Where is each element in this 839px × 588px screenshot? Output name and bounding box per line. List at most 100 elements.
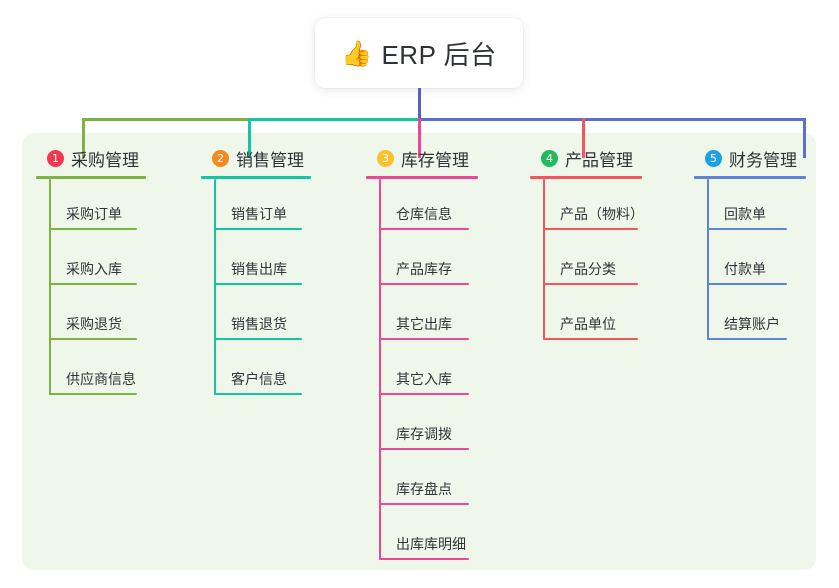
- branch-item-label: 结算账户: [724, 316, 780, 332]
- branch-item-rule: [543, 228, 638, 230]
- connector-bus-segment-teal: [248, 118, 420, 121]
- branch-badge-icon-4: 4: [541, 149, 558, 167]
- branch-item-label: 销售订单: [231, 206, 287, 222]
- branch-item-rule: [379, 503, 469, 505]
- branch-item-rule: [707, 228, 787, 230]
- branch-item-label: 付款单: [724, 261, 766, 277]
- branch-item[interactable]: 客户信息: [201, 344, 311, 399]
- branch-item[interactable]: 其它出库: [366, 289, 478, 344]
- branch-item-rule: [214, 338, 302, 340]
- branch-item-label: 采购入库: [66, 261, 122, 277]
- branch-spine-1: [49, 179, 51, 395]
- branch-item-rule: [543, 338, 638, 340]
- branch-item-label: 回款单: [724, 206, 766, 222]
- branch-spine-5: [707, 179, 709, 340]
- branch-item[interactable]: 采购订单: [36, 179, 146, 234]
- branch-item-rule: [543, 283, 638, 285]
- branch-item-label: 采购退货: [66, 316, 122, 332]
- branch-items-4: 产品（物料） 产品分类产品单位: [530, 179, 644, 344]
- branch-item-label: 出库库明细: [396, 536, 466, 552]
- branch-item[interactable]: 库存盘点: [366, 454, 478, 509]
- connector-trunk-vertical: [418, 88, 421, 120]
- branch-item[interactable]: 销售出库: [201, 234, 311, 289]
- branch-items-2: 销售订单销售出库销售退货客户信息: [201, 179, 311, 399]
- branch-badge-icon-5: 5: [705, 149, 722, 167]
- connector-drop-1: [82, 118, 85, 158]
- branch-item-rule: [379, 283, 469, 285]
- branch-title-5: 财务管理: [729, 150, 797, 170]
- branch-column-5: 5 财务管理回款单付款单结算账户: [694, 146, 806, 344]
- branch-header-5[interactable]: 5 财务管理: [694, 146, 806, 170]
- branch-item-rule: [707, 283, 787, 285]
- branch-item[interactable]: 销售订单: [201, 179, 311, 234]
- branch-title-1: 采购管理: [71, 150, 139, 170]
- branch-item-rule: [214, 283, 302, 285]
- branch-item-label: 产品分类: [560, 261, 616, 277]
- branch-item[interactable]: 结算账户: [694, 289, 806, 344]
- branch-item-label: 仓库信息: [396, 206, 452, 222]
- branch-item-rule: [379, 558, 469, 560]
- branch-header-rule-3: [366, 176, 478, 179]
- branch-header-rule-4: [530, 176, 642, 179]
- connector-bus-segment-green: [82, 118, 250, 121]
- branch-item[interactable]: 回款单: [694, 179, 806, 234]
- branch-item[interactable]: 采购入库: [36, 234, 146, 289]
- branch-spine-3: [379, 179, 381, 560]
- thumbs-up-icon: 👍: [341, 39, 373, 68]
- branch-item-rule: [379, 228, 469, 230]
- branch-item-rule: [707, 338, 787, 340]
- branch-item[interactable]: 销售退货: [201, 289, 311, 344]
- branch-item-rule: [379, 338, 469, 340]
- branch-item-rule: [49, 283, 137, 285]
- branch-item-label: 库存盘点: [396, 481, 452, 497]
- branch-item-rule: [214, 228, 302, 230]
- root-node[interactable]: 👍 ERP 后台: [315, 18, 523, 88]
- connector-drop-5: [803, 118, 806, 158]
- branch-item[interactable]: 产品分类: [530, 234, 642, 289]
- branch-item-rule: [49, 228, 137, 230]
- branch-spine-4: [543, 179, 545, 340]
- branch-item[interactable]: 产品库存: [366, 234, 478, 289]
- branch-item[interactable]: 产品单位: [530, 289, 642, 344]
- branch-column-3: 3 库存管理仓库信息产品库存其它出库其它入库库存调拨库存盘点出库库明细: [366, 146, 478, 564]
- branch-items-1: 采购订单采购入库采购退货供应商信息: [36, 179, 146, 399]
- branch-item[interactable]: 采购退货: [36, 289, 146, 344]
- branch-item-rule: [49, 338, 137, 340]
- connector-bus-segment-blue: [418, 118, 806, 121]
- root-title: ERP 后台: [381, 39, 497, 70]
- branch-header-3[interactable]: 3 库存管理: [366, 146, 478, 170]
- branch-item[interactable]: 仓库信息: [366, 179, 478, 234]
- branch-item-label: 产品单位: [560, 316, 616, 332]
- branch-item-label: 产品库存: [396, 261, 452, 277]
- branch-items-3: 仓库信息产品库存其它出库其它入库库存调拨库存盘点出库库明细: [366, 179, 478, 564]
- branch-header-rule-2: [201, 176, 311, 179]
- branch-badge-icon-3: 3: [377, 149, 394, 167]
- connector-drop-4: [582, 118, 585, 158]
- branch-item[interactable]: 出库库明细: [366, 509, 478, 564]
- branch-item-rule: [379, 448, 469, 450]
- branch-items-5: 回款单付款单结算账户: [694, 179, 806, 344]
- branch-item[interactable]: 其它入库: [366, 344, 478, 399]
- branch-item-label: 库存调拨: [396, 426, 452, 442]
- branch-item-label: 其它入库: [396, 371, 452, 387]
- branch-item[interactable]: 供应商信息: [36, 344, 146, 399]
- branch-item-rule: [49, 393, 137, 395]
- branch-item[interactable]: 产品（物料）: [530, 179, 644, 234]
- branch-item[interactable]: 库存调拨: [366, 399, 478, 454]
- branch-header-rule-1: [36, 176, 146, 179]
- branch-item-label: 产品（物料）: [560, 206, 644, 222]
- branch-item[interactable]: 付款单: [694, 234, 806, 289]
- branch-title-3: 库存管理: [401, 150, 469, 170]
- branch-item-label: 其它出库: [396, 316, 452, 332]
- branch-item-label: 客户信息: [231, 371, 287, 387]
- branch-title-2: 销售管理: [236, 150, 304, 170]
- branch-item-label: 销售退货: [231, 316, 287, 332]
- branch-item-rule: [214, 393, 302, 395]
